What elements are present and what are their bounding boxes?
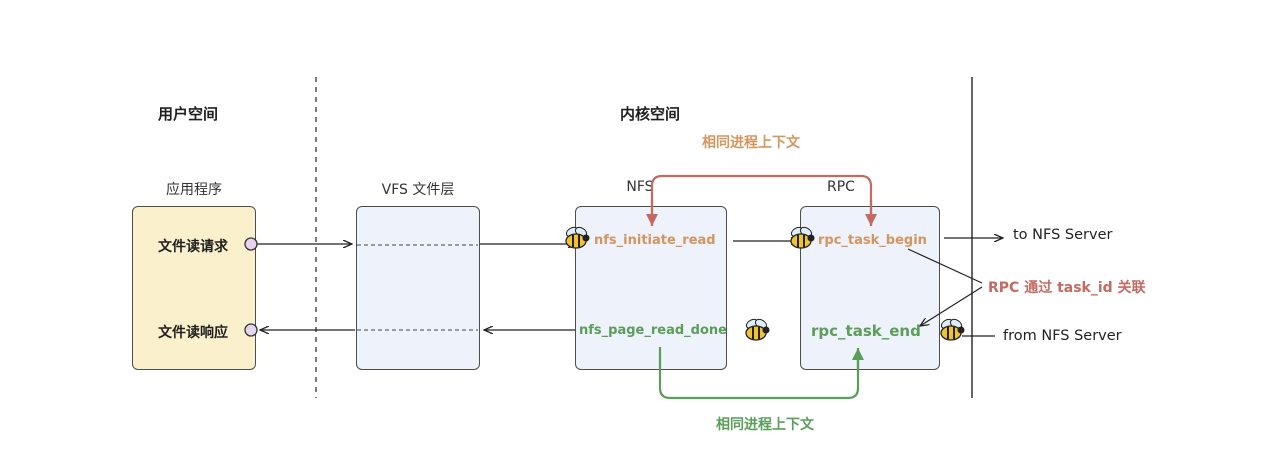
bee-icon	[745, 318, 770, 341]
app-box	[132, 206, 256, 370]
same-context-top-label: 相同进程上下文	[702, 135, 800, 151]
user-space-label: 用户空间	[158, 105, 219, 123]
rpc-title: RPC	[827, 179, 855, 195]
kernel-space-label: 内核空间	[620, 105, 681, 123]
rpc-task-id-link-label: RPC 通过 task_id 关联	[988, 280, 1146, 296]
file-read-request: 文件读请求	[158, 239, 228, 255]
request-port	[244, 237, 258, 251]
bee-icon	[940, 318, 965, 341]
from-nfs-server: from NFS Server	[1003, 328, 1122, 344]
rpc-task-end: rpc_task_end	[811, 322, 921, 340]
app-title: 应用程序	[166, 182, 222, 198]
nfs-page-read-done: nfs_page_read_done	[579, 323, 727, 338]
nfs-initiate-read: nfs_initiate_read	[594, 233, 716, 248]
bee-icon	[790, 226, 815, 249]
response-port	[244, 323, 258, 337]
bee-icon	[565, 226, 590, 249]
file-read-response: 文件读响应	[158, 325, 228, 341]
vfs-box	[356, 206, 480, 370]
rpc-task-begin: rpc_task_begin	[818, 233, 927, 248]
to-nfs-server: to NFS Server	[1013, 227, 1113, 243]
vfs-title: VFS 文件层	[381, 182, 455, 198]
same-context-bottom-label: 相同进程上下文	[716, 417, 814, 433]
nfs-title: NFS	[626, 179, 654, 195]
